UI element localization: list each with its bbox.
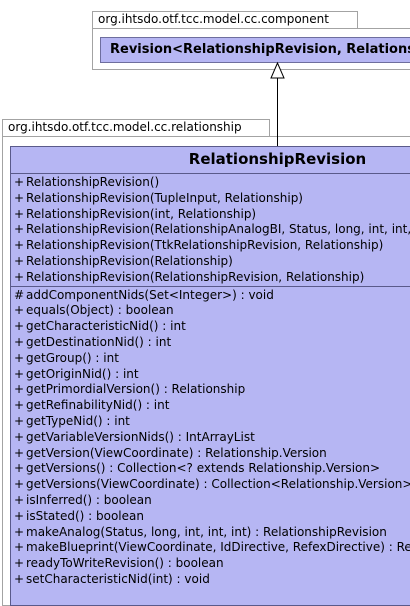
method-row[interactable]: +makeBlueprint(ViewCoordinate, IdDirecti…	[11, 540, 410, 556]
visibility-marker: +	[14, 571, 25, 586]
method-row-signature: getCharacteristicNid() : int	[26, 319, 186, 334]
method-row[interactable]: +getVersion(ViewCoordinate) : Relationsh…	[11, 446, 410, 462]
method-row-signature: makeBlueprint(ViewCoordinate, IdDirectiv…	[26, 540, 410, 555]
visibility-marker: #	[14, 287, 25, 302]
constructor-row[interactable]: +RelationshipRevision(int, Relationship)	[11, 207, 410, 223]
constructor-row-signature: RelationshipRevision(RelationshipAnalogB…	[26, 222, 410, 237]
visibility-marker: +	[14, 556, 25, 571]
visibility-marker: +	[14, 413, 25, 428]
constructor-row-signature: RelationshipRevision(TtkRelationshipRevi…	[26, 238, 384, 253]
visibility-marker: +	[14, 350, 25, 365]
visibility-marker: +	[14, 303, 25, 318]
method-row[interactable]: #addComponentNids(Set<Integer>) : void	[11, 288, 410, 304]
constructor-row-signature: RelationshipRevision()	[26, 175, 160, 189]
parent-package-tab: org.ihtsdo.otf.tcc.model.cc.component	[92, 11, 358, 29]
method-row[interactable]: +getDestinationNid() : int	[11, 335, 410, 351]
method-row-signature: getVariableVersionNids() : IntArrayList	[26, 429, 255, 444]
method-row[interactable]: +getOriginNid() : int	[11, 367, 410, 383]
method-row[interactable]: +getVersions(ViewCoordinate) : Collectio…	[11, 477, 410, 493]
constructor-row[interactable]: +RelationshipRevision(Relationship)	[11, 254, 410, 270]
method-row[interactable]: +getVersions() : Collection<? extends Re…	[11, 461, 410, 477]
method-row-signature: setCharacteristicNid(int) : void	[26, 571, 210, 586]
method-row-signature: getDestinationNid() : int	[26, 334, 172, 349]
method-compartment: #addComponentNids(Set<Integer>) : void+e…	[11, 285, 410, 588]
method-row[interactable]: +isStated() : boolean	[11, 509, 410, 525]
method-row-signature: getGroup() : int	[26, 350, 119, 365]
visibility-marker: +	[14, 253, 25, 268]
constructor-row-signature: RelationshipRevision(int, Relationship)	[26, 206, 257, 221]
method-row[interactable]: +readyToWriteRevision() : boolean	[11, 556, 410, 572]
method-row-signature: getPrimordialVersion() : Relationship	[26, 382, 246, 397]
visibility-marker: +	[14, 477, 25, 492]
parent-class-box[interactable]: Revision<RelationshipRevision, Relations…	[100, 37, 410, 63]
visibility-marker: +	[14, 175, 25, 189]
method-row-signature: isStated() : boolean	[26, 508, 144, 523]
method-row-signature: makeAnalog(Status, long, int, int, int) …	[26, 524, 387, 539]
class-box[interactable]: RelationshipRevision +RelationshipRevisi…	[10, 146, 410, 606]
method-row[interactable]: +getCharacteristicNid() : int	[11, 319, 410, 335]
parent-package-name: org.ihtsdo.otf.tcc.model.cc.component	[98, 12, 329, 26]
constructor-row-signature: RelationshipRevision(RelationshipRevisio…	[26, 269, 365, 284]
visibility-marker: +	[14, 461, 25, 476]
method-row-signature: addComponentNids(Set<Integer>) : void	[26, 287, 274, 302]
method-row[interactable]: +getGroup() : int	[11, 351, 410, 367]
method-row[interactable]: +makeAnalog(Status, long, int, int, int)…	[11, 525, 410, 541]
method-row-signature: getVersions(ViewCoordinate) : Collection…	[26, 477, 410, 492]
method-row-signature: getTypeNid() : int	[26, 413, 130, 428]
constructor-row[interactable]: +RelationshipRevision(TupleInput, Relati…	[11, 191, 410, 207]
visibility-marker: +	[14, 190, 25, 205]
method-row[interactable]: +getTypeNid() : int	[11, 414, 410, 430]
method-row[interactable]: +getRefinabilityNid() : int	[11, 398, 410, 414]
class-name: RelationshipRevision	[188, 150, 367, 168]
constructor-row-signature: RelationshipRevision(TupleInput, Relatio…	[26, 190, 303, 205]
constructor-row[interactable]: +RelationshipRevision(RelationshipAnalog…	[11, 222, 410, 238]
visibility-marker: +	[14, 429, 25, 444]
constructor-row[interactable]: +RelationshipRevision(RelationshipRevisi…	[11, 270, 410, 286]
method-row-signature: getVersion(ViewCoordinate) : Relationshi…	[26, 445, 327, 460]
visibility-marker: +	[14, 398, 25, 413]
method-row[interactable]: +getVariableVersionNids() : IntArrayList	[11, 430, 410, 446]
visibility-marker: +	[14, 540, 25, 555]
method-row[interactable]: +getPrimordialVersion() : Relationship	[11, 382, 410, 398]
method-row-signature: readyToWriteRevision() : boolean	[26, 556, 224, 571]
generalization-arrowhead	[270, 61, 285, 79]
method-row[interactable]: +setCharacteristicNid(int) : void	[11, 572, 410, 588]
method-row-signature: getOriginNid() : int	[26, 366, 139, 381]
visibility-marker: +	[14, 524, 25, 539]
method-row[interactable]: +isInferred() : boolean	[11, 493, 410, 509]
visibility-marker: +	[14, 222, 25, 237]
visibility-marker: +	[14, 366, 25, 381]
package-name: org.ihtsdo.otf.tcc.model.cc.relationship	[8, 120, 242, 134]
method-row-signature: isInferred() : boolean	[26, 492, 152, 507]
visibility-marker: +	[14, 382, 25, 397]
visibility-marker: +	[14, 508, 25, 523]
visibility-marker: +	[14, 269, 25, 284]
visibility-marker: +	[14, 238, 25, 253]
constructor-row[interactable]: +RelationshipRevision(TtkRelationshipRev…	[11, 238, 410, 254]
visibility-marker: +	[14, 206, 25, 221]
parent-class-name: Revision<RelationshipRevision, Relations…	[110, 42, 410, 57]
method-row-signature: equals(Object) : boolean	[26, 303, 174, 318]
method-row[interactable]: +equals(Object) : boolean	[11, 303, 410, 319]
constructor-compartment: +RelationshipRevision()+RelationshipRevi…	[11, 173, 410, 286]
package-tab: org.ihtsdo.otf.tcc.model.cc.relationship	[2, 119, 270, 137]
constructor-row-signature: RelationshipRevision(Relationship)	[26, 253, 233, 268]
visibility-marker: +	[14, 319, 25, 334]
generalization-arrow	[270, 61, 285, 146]
method-row-signature: getVersions() : Collection<? extends Rel…	[26, 461, 381, 476]
visibility-marker: +	[14, 445, 25, 460]
visibility-marker: +	[14, 334, 25, 349]
method-row-signature: getRefinabilityNid() : int	[26, 398, 170, 413]
visibility-marker: +	[14, 492, 25, 507]
constructor-row[interactable]: +RelationshipRevision()	[11, 175, 410, 191]
